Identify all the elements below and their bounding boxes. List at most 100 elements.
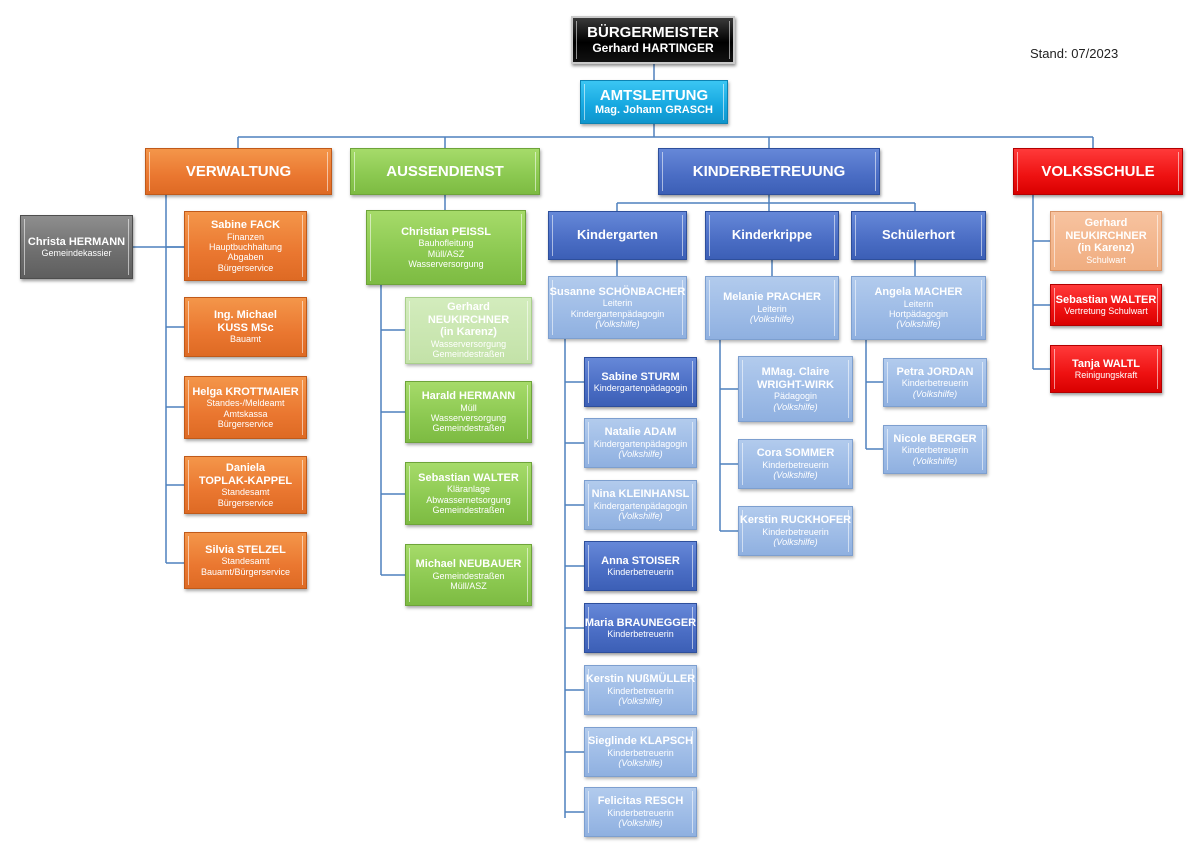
person-role: Vertretung Schulwart: [1064, 306, 1148, 317]
person-role: Reinigungskraft: [1074, 370, 1138, 381]
stand-date: Stand: 07/2023: [1030, 46, 1119, 61]
person-name: Sabine STURM: [601, 370, 680, 383]
person-role: Schulwart: [1086, 254, 1126, 265]
person-role: Kinderbetreuerin: [607, 807, 674, 818]
kindergarten-staff-1[interactable]: Sabine STURM Kindergartenpädagogin: [584, 357, 697, 407]
person-name: WRIGHT-WIRK: [757, 378, 834, 391]
aussendienst-staff-2[interactable]: Harald HERMANN Müll Wasserversorgung Gem…: [405, 381, 532, 443]
schuelerhort-staff-1[interactable]: Petra JORDAN Kinderbetreuerin (Volkshilf…: [883, 358, 987, 407]
person-role: Bürgerservice: [217, 497, 274, 508]
person-note: (Volkshilfe): [595, 318, 640, 329]
person-role: Bürgerservice: [217, 418, 274, 429]
verwaltung-box[interactable]: VERWALTUNG: [145, 148, 332, 195]
kindergarten-title: Kindergarten: [577, 227, 658, 243]
schuelerhort-lead[interactable]: Angela MACHER Leiterin Hortpädagogin (Vo…: [851, 276, 986, 340]
person-role: Kindergartenpädagogin: [570, 308, 665, 319]
person-role: Bürgerservice: [217, 262, 274, 273]
person-role: Bauhofleitung: [418, 238, 474, 249]
kindergarten-box[interactable]: Kindergarten: [548, 211, 687, 260]
person-name: Silvia STELZEL: [205, 543, 286, 556]
person-role: Kläranlage: [446, 484, 491, 495]
person-role: Gemeindekassier: [41, 248, 112, 259]
person-role: Kindergartenpädagogin: [593, 383, 688, 394]
person-role: Wasserversorgung: [408, 258, 484, 269]
kindergarten-staff-5[interactable]: Maria BRAUNEGGER Kinderbetreuerin: [584, 603, 697, 653]
person-role: Leiterin: [757, 303, 787, 314]
person-name: Felicitas RESCH: [597, 795, 684, 808]
kinderkrippe-staff-2[interactable]: Cora SOMMER Kinderbetreuerin (Volkshilfe…: [738, 439, 853, 489]
person-role: Finanzen: [226, 231, 265, 242]
person-name: Angela MACHER: [874, 286, 963, 299]
person-name: Daniela: [225, 462, 266, 475]
volksschule-box[interactable]: VOLKSSCHULE: [1013, 148, 1183, 195]
aussendienst-staff-4[interactable]: Michael NEUBAUER Gemeindestraßen Müll/AS…: [405, 544, 532, 606]
person-name: Petra JORDAN: [896, 365, 974, 378]
person-name: Nicole BERGER: [893, 432, 977, 445]
person-name: Kerstin RUCKHOFER: [739, 514, 852, 527]
schuelerhort-box[interactable]: Schülerhort: [851, 211, 986, 260]
person-note: (Volkshilfe): [773, 401, 818, 412]
person-role: Hortpädagogin: [888, 309, 949, 320]
verwaltung-staff-5[interactable]: Silvia STELZEL Standesamt Bauamt/Bürgers…: [184, 532, 307, 589]
person-name: Nina KLEINHANSL: [591, 488, 690, 501]
person-name: Anna STOISER: [601, 554, 680, 567]
person-name: Sebastian WALTER: [418, 471, 519, 484]
aussendienst-staff-3[interactable]: Sebastian WALTER Kläranlage Abwassernets…: [405, 462, 532, 525]
volksschule-staff-3[interactable]: Tanja WALTL Reinigungskraft: [1050, 345, 1162, 393]
verwaltung-staff-1[interactable]: Sabine FACK Finanzen Hauptbuchhaltung Ab…: [184, 211, 307, 281]
person-role: Kindergartenpädagogin: [593, 438, 688, 449]
aussendienst-lead[interactable]: Christian PEISSL Bauhofleitung Müll/ASZ …: [366, 210, 526, 285]
person-note: (Volkshilfe): [618, 818, 663, 829]
kinderkrippe-staff-3[interactable]: Kerstin RUCKHOFER Kinderbetreuerin (Volk…: [738, 506, 853, 556]
person-role: Gemeindestraßen: [432, 423, 505, 434]
person-role: Kinderbetreuerin: [901, 378, 969, 389]
person-note: (Volkshilfe): [618, 696, 663, 707]
gemeindekassier-box[interactable]: Christa HERMANN Gemeindekassier: [20, 215, 133, 279]
person-role: Leiterin: [903, 298, 934, 309]
kindergarten-staff-4[interactable]: Anna STOISER Kinderbetreuerin: [584, 541, 697, 591]
kindergarten-staff-2[interactable]: Natalie ADAM Kindergartenpädagogin (Volk…: [584, 418, 697, 468]
person-role: Müll/ASZ: [427, 248, 465, 259]
person-name: TOPLAK-KAPPEL: [198, 474, 293, 487]
person-name: Susanne SCHÖNBACHER: [549, 285, 686, 298]
person-name: Gerhard: [1084, 216, 1128, 229]
kinderbetreuung-box[interactable]: KINDERBETREUUNG: [658, 148, 880, 195]
volksschule-staff-2[interactable]: Sebastian WALTER Vertretung Schulwart: [1050, 284, 1162, 326]
aussendienst-staff-1[interactable]: Gerhard NEUKIRCHNER (in Karenz) Wasserve…: [405, 297, 532, 364]
person-name: (in Karenz): [1077, 242, 1135, 255]
person-role: Kinderbetreuerin: [607, 567, 674, 578]
kindergarten-staff-6[interactable]: Kerstin NUßMÜLLER Kinderbetreuerin (Volk…: [584, 665, 697, 715]
person-name: NEUKIRCHNER: [427, 313, 510, 326]
kindergarten-staff-7[interactable]: Sieglinde KLAPSCH Kinderbetreuerin (Volk…: [584, 727, 697, 777]
buergermeister-title: BÜRGERMEISTER: [587, 24, 719, 42]
kindergarten-staff-3[interactable]: Nina KLEINHANSL Kindergartenpädagogin (V…: [584, 480, 697, 530]
person-name: Helga KROTTMAIER: [192, 385, 299, 398]
schuelerhort-staff-2[interactable]: Nicole BERGER Kinderbetreuerin (Volkshil…: [883, 425, 987, 474]
person-name: Sieglinde KLAPSCH: [587, 735, 694, 748]
person-name: Michael NEUBAUER: [415, 558, 522, 571]
amtsleitung-title: AMTSLEITUNG: [599, 87, 709, 105]
person-role: Wasserversorgung: [430, 413, 507, 424]
volksschule-staff-1[interactable]: Gerhard NEUKIRCHNER (in Karenz) Schulwar…: [1050, 211, 1162, 271]
person-role: Müll/ASZ: [450, 581, 487, 592]
person-role: Bauamt: [229, 334, 262, 345]
kinderkrippe-lead[interactable]: Melanie PRACHER Leiterin (Volkshilfe): [705, 276, 839, 340]
amtsleitung-box[interactable]: AMTSLEITUNG Mag. Johann GRASCH: [580, 80, 728, 124]
kindergarten-staff-8[interactable]: Felicitas RESCH Kinderbetreuerin (Volksh…: [584, 787, 697, 837]
aussendienst-box[interactable]: AUSSENDIENST: [350, 148, 540, 195]
person-role: Bauamt/Bürgerservice: [200, 566, 291, 577]
person-name: Tanja WALTL: [1071, 357, 1141, 370]
person-name: Cora SOMMER: [756, 447, 835, 460]
person-name: KUSS MSc: [217, 321, 274, 334]
person-role: Abgaben: [227, 252, 264, 263]
person-role: Standesamt: [221, 556, 270, 567]
verwaltung-staff-4[interactable]: Daniela TOPLAK-KAPPEL Standesamt Bürgers…: [184, 456, 307, 514]
verwaltung-staff-2[interactable]: Ing. Michael KUSS MSc Bauamt: [184, 297, 307, 357]
kinderkrippe-staff-1[interactable]: MMag. Claire WRIGHT-WIRK Pädagogin (Volk…: [738, 356, 853, 422]
buergermeister-box[interactable]: BÜRGERMEISTER Gerhard HARTINGER: [571, 16, 735, 64]
kindergarten-lead[interactable]: Susanne SCHÖNBACHER Leiterin Kindergarte…: [548, 276, 687, 339]
verwaltung-staff-3[interactable]: Helga KROTTMAIER Standes-/Meldeamt Amtsk…: [184, 376, 307, 439]
kinderkrippe-box[interactable]: Kinderkrippe: [705, 211, 839, 260]
person-role: Gemeindestraßen: [432, 349, 505, 360]
person-note: (Volkshilfe): [773, 537, 818, 548]
